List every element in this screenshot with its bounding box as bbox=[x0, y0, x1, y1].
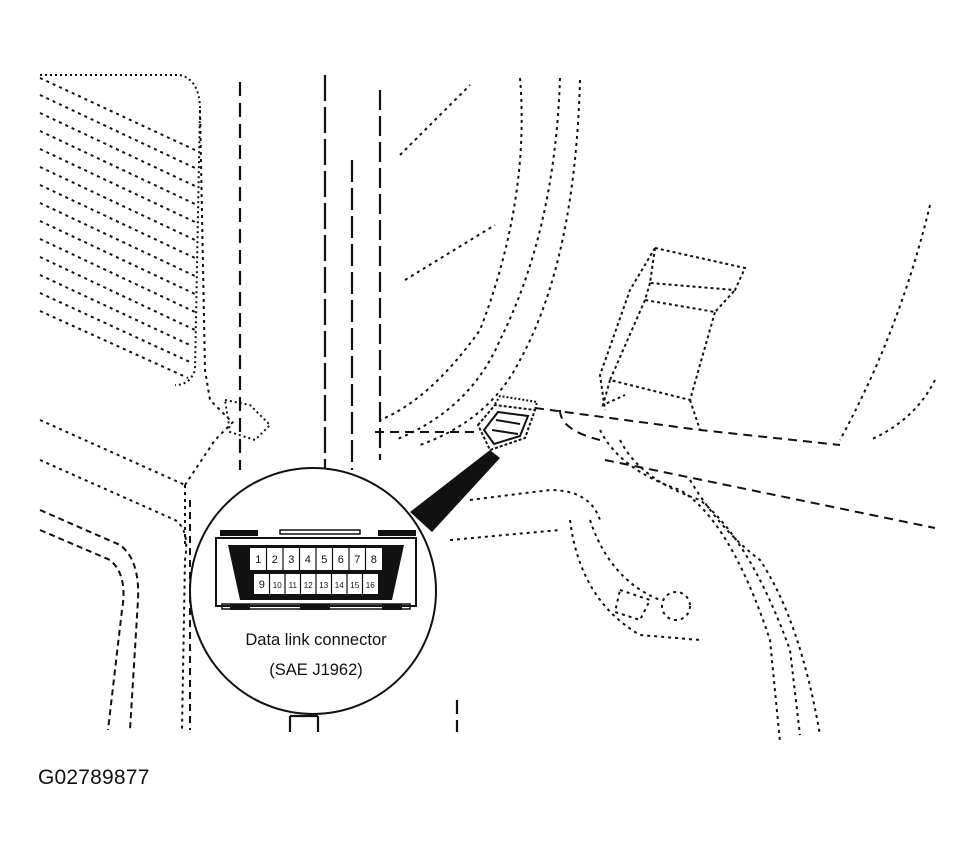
pin-number: 2 bbox=[272, 554, 278, 566]
pin-number: 9 bbox=[259, 579, 265, 591]
pin-number: 7 bbox=[354, 554, 360, 566]
pin-numbers-bottom: 9 10 11 12 13 14 15 16 bbox=[259, 579, 376, 591]
pin-number: 8 bbox=[371, 554, 377, 566]
connector-location bbox=[476, 394, 539, 452]
figure-id: G02789877 bbox=[38, 766, 150, 789]
pin-number: 10 bbox=[273, 581, 282, 590]
pin-number: 14 bbox=[335, 581, 344, 590]
pin-number: 1 bbox=[255, 554, 261, 566]
left-frame-lines bbox=[39, 109, 272, 731]
bracket-box bbox=[598, 246, 747, 431]
pin-number: 12 bbox=[304, 581, 313, 590]
dash-structure-lines bbox=[379, 77, 936, 743]
column-lines bbox=[238, 75, 459, 732]
callout-pointer bbox=[410, 450, 500, 532]
pin-number: 5 bbox=[321, 554, 327, 566]
pin-number: 13 bbox=[319, 581, 328, 590]
pin-number: 11 bbox=[289, 581, 298, 590]
pin-number: 6 bbox=[338, 554, 344, 566]
connector-caption-line1: Data link connector bbox=[245, 631, 387, 649]
pin-number: 15 bbox=[350, 581, 359, 590]
pin-number: 4 bbox=[305, 554, 311, 566]
connector-caption-line2: (SAE J1962) bbox=[269, 661, 363, 679]
hatched-panel bbox=[39, 74, 202, 386]
pin-number: 16 bbox=[366, 581, 375, 590]
pin-number: 3 bbox=[288, 554, 294, 566]
